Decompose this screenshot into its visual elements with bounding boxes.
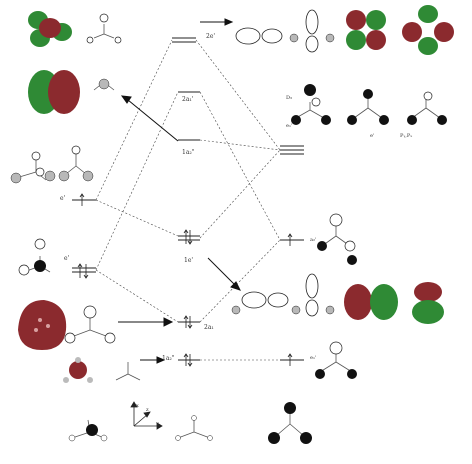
label-eprime-left: e' [64,255,70,262]
label-a2-right: a₂' [310,237,317,243]
p-orbitals [235,9,319,317]
electron-2a1-up [183,315,189,328]
label-1e: 1e' [184,257,194,264]
orbital-small-sphere [63,357,93,383]
atoms-dark [34,84,447,444]
atoms-small-h [68,415,213,442]
atoms-gray [10,33,335,315]
label-axis-y: y [156,421,159,427]
electron-right-e1-up [287,233,293,246]
electron-1a2pp-down [187,354,193,367]
electron-1e-down-a [187,230,193,245]
orbital-top-right-a [346,10,386,50]
electrons [77,193,293,367]
correlation-lines [95,39,281,361]
label-1a2pp-bottom: 1a₂" [162,355,175,362]
label-2a1: 2a₁ [204,324,214,331]
electron-1e-up-a [183,229,189,244]
orbital-bottom-right-b [412,282,444,324]
electron-2a1-down [187,316,193,329]
label-dz: D₃ [286,95,293,101]
electron-1a2pp-up [183,353,189,366]
energy-levels [72,37,304,361]
electron-right-a2pp-up [287,353,293,366]
label-1a2pp: 1a₂" [182,149,195,156]
label-2a1prime: 2a₁' [182,96,194,103]
atoms-white [18,13,433,355]
label-px-py: Pᵧ,Pₓ [400,133,413,139]
label-2eprime: 2e' [206,33,216,40]
pointer-arrows [118,18,241,364]
electron-left-eprime-up [79,193,85,206]
orbital-top-left [28,11,72,47]
electron-left-e1-down [83,264,89,279]
label-axis-x: x [136,403,139,409]
label-e-right: e₁' [286,123,293,129]
label-axis-z: z [146,407,149,413]
orbital-bottom-right-a [344,284,398,320]
orbital-left-big [28,70,80,114]
electron-left-e1-up [77,263,83,278]
orbital-top-right-b [402,5,454,55]
label-e-mid-right: e' [370,133,375,139]
orbital-bottom-left [18,300,67,350]
label-e1-right-bottom: e₁' [310,355,317,361]
label-eprime: e' [60,195,66,202]
axis-triad [130,401,163,430]
